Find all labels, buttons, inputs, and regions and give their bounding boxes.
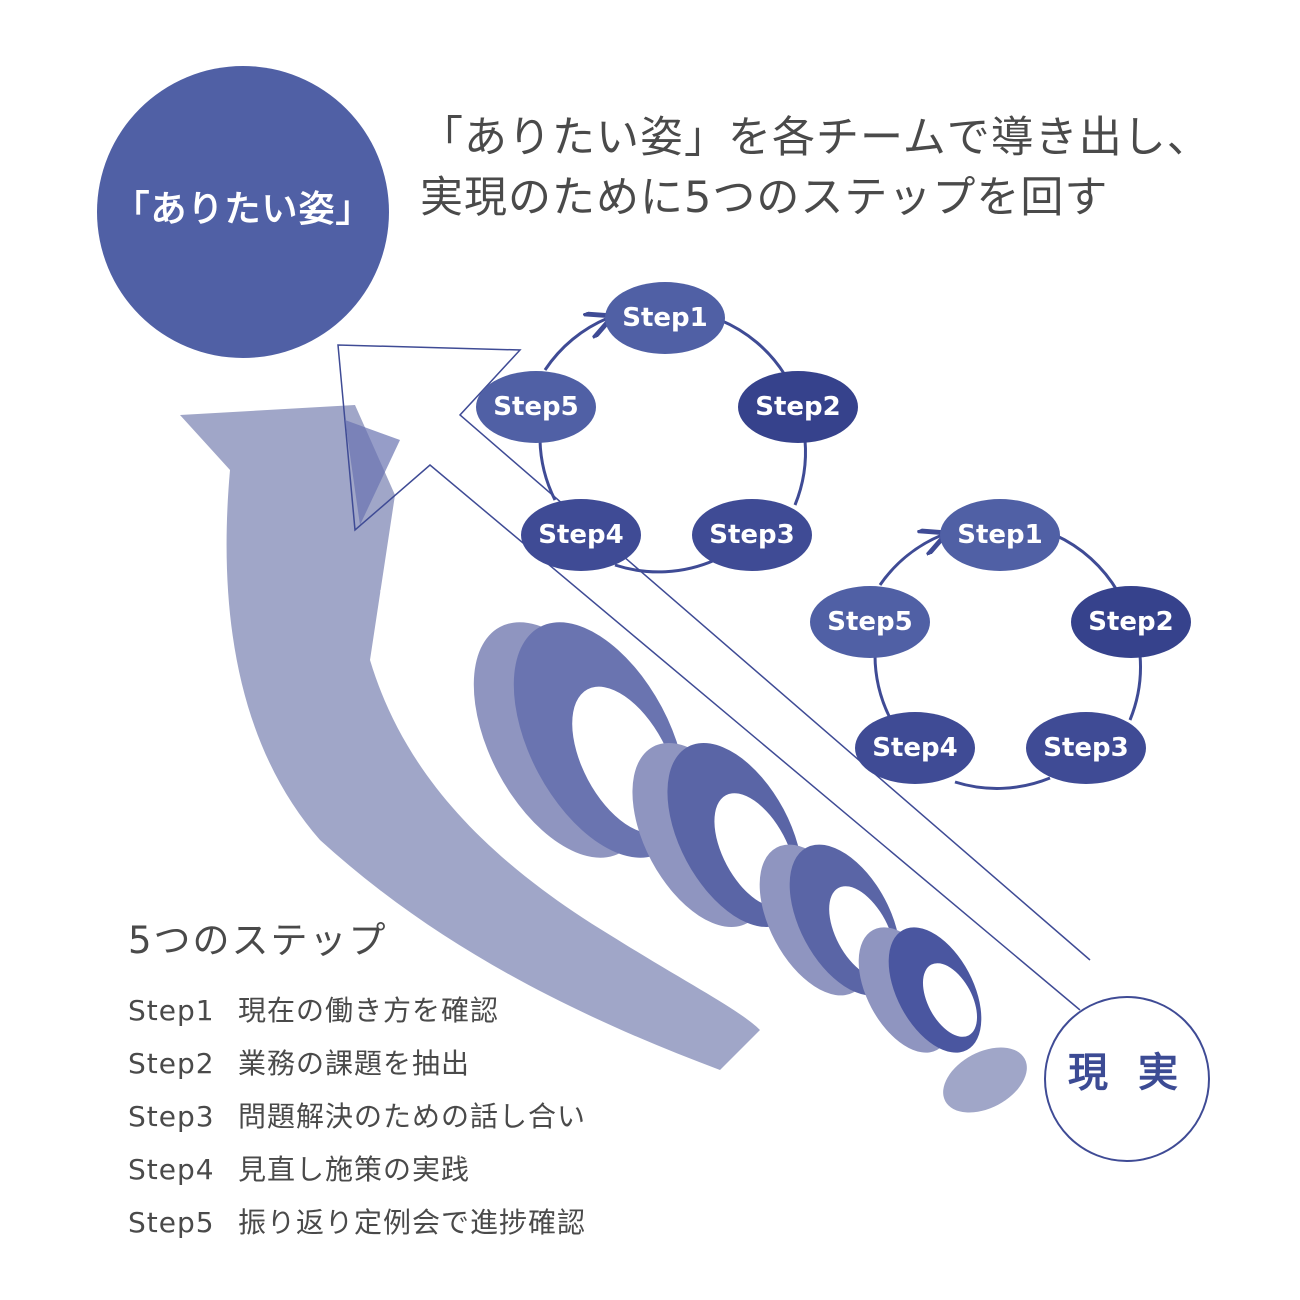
cycle-a-node-2: Step2 [755,392,841,422]
coil-rings [473,622,1027,1113]
legend-step-key: Step5 [128,1206,215,1239]
cycle-b-node-2-shape [1071,586,1191,658]
cycle-a-node-1-shape [605,282,725,354]
legend-item-step4: Step4 見直し施策の実践 [128,1143,586,1196]
headline-line-1: 「ありたい姿」を各チームで導き出し、 [420,113,1211,163]
cycle-b-node-4: Step4 [872,733,958,763]
headline-line-2: 実現のために5つのステップを回す [420,173,1109,223]
steps-legend: 5つのステップ Step1 現在の働き方を確認 Step2 業務の課題を抽出 Ste… [128,910,586,1249]
cycle-b-node-1: Step1 [957,520,1043,550]
legend-step-key: Step2 [128,1047,215,1080]
legend-step-text: 見直し施策の実践 [238,1153,471,1186]
goal-circle [97,66,389,358]
reality-label: 現 実 [1068,1050,1186,1096]
cycle-a-node-5: Step5 [493,392,579,422]
legend-item-step2: Step2 業務の課題を抽出 [128,1037,586,1090]
legend-step-text: 現在の働き方を確認 [238,994,500,1027]
cycle-a-ring [538,318,807,574]
cycle-a-node-3-shape [692,499,812,571]
cycle-b-node-3: Step3 [1043,733,1129,763]
cycle-a-node-5-shape [476,371,596,443]
cycle-b-ring [873,535,1142,790]
outline-arrow-fill [345,420,400,525]
cycle-b-node-1-shape [940,499,1060,571]
cycle-b-node-4-shape [855,712,975,784]
legend-step-key: Step1 [128,994,215,1027]
cycle-b-node-2: Step2 [1088,607,1174,637]
cycle-b-node-5-shape [810,586,930,658]
cycle-a-node-4: Step4 [538,520,624,550]
cycle-a-node-2-shape [738,371,858,443]
legend-step-text: 振り返り定例会で進捗確認 [238,1206,587,1239]
legend-step-text: 業務の課題を抽出 [238,1047,471,1080]
growth-arrow-inner [380,590,520,840]
legend-title: 5つのステップ [128,919,388,962]
headline: 「ありたい姿」を各チームで導き出し、 実現のために5つのステップを回す [420,108,1280,228]
goal-label: 「ありたい姿」 [113,189,373,230]
cycle-a-node-1: Step1 [622,303,708,333]
cycle-a-node-4-shape [521,499,641,571]
reality-circle [1044,996,1210,1162]
cycle-b-node-3-shape [1026,712,1146,784]
legend-step-key: Step4 [128,1153,215,1186]
legend-item-step5: Step5 振り返り定例会で進捗確認 [128,1196,586,1249]
legend-item-step1: Step1 現在の働き方を確認 [128,984,586,1037]
cycle-b-node-5: Step5 [827,607,913,637]
growth-arrow-shape [180,405,760,1070]
outline-arrow [337,344,1091,1011]
cycle-a-node-3: Step3 [709,520,795,550]
legend-item-step3: Step3 問題解決のための話し合い [128,1090,586,1143]
legend-step-key: Step3 [128,1100,215,1133]
legend-step-text: 問題解決のための話し合い [238,1100,587,1133]
